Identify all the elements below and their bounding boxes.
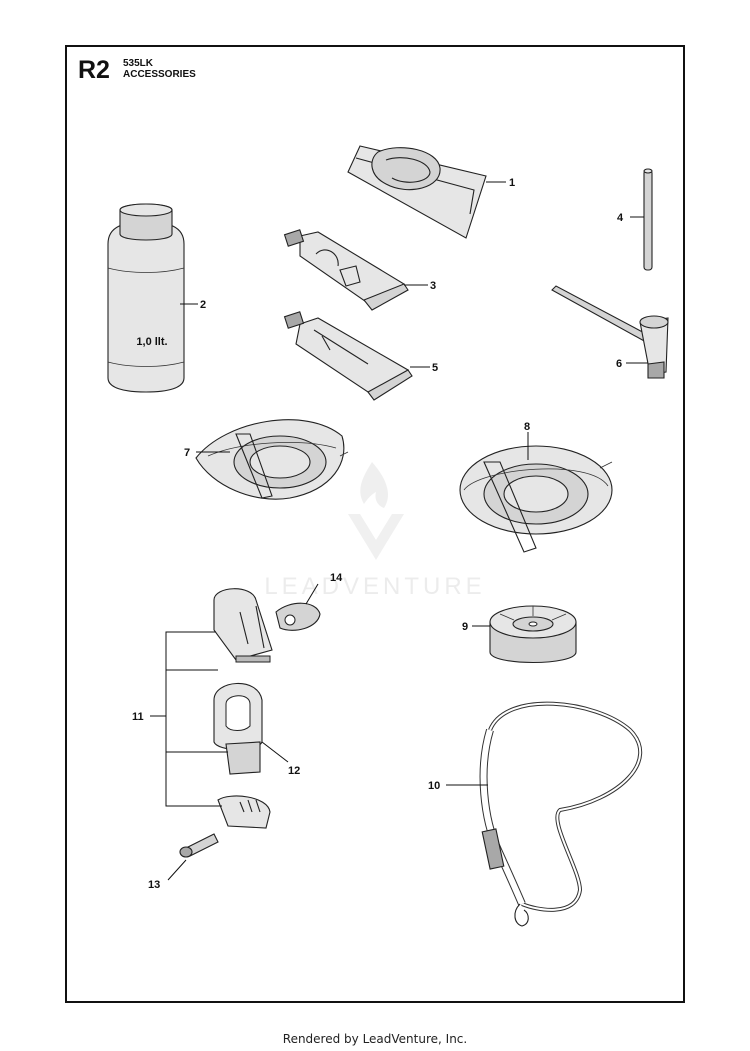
part-8-blade-guard (459, 445, 613, 553)
callout-labels: 1 2 3 4 5 6 7 8 9 10 11 12 13 14 (132, 177, 624, 891)
callout-8: 8 (524, 421, 530, 433)
leader-lines (150, 181, 648, 881)
part-2-oil-bottle: 1,0 llt. (107, 203, 185, 393)
model-number: 535LK (123, 58, 154, 69)
part-1-wrench-pouch (347, 145, 487, 239)
part-7-trimmer-guard (195, 419, 349, 500)
callout-13: 13 (148, 879, 160, 891)
callout-4: 4 (617, 212, 624, 224)
callout-10: 10 (428, 780, 440, 792)
diagram-frame (65, 45, 685, 1003)
watermark-text: LEADVENTURE (264, 573, 485, 600)
callout-9: 9 (462, 621, 468, 633)
callout-6: 6 (616, 358, 622, 370)
part-6-combination-spanner (551, 285, 669, 379)
section-code: R2 (78, 56, 110, 84)
part-11-harness-hook (213, 588, 273, 829)
callout-14: 14 (330, 572, 343, 584)
part-9-support-cup (489, 605, 577, 663)
callout-1: 1 (509, 177, 515, 189)
part-10-shoulder-strap (479, 701, 643, 927)
callout-7: 7 (184, 447, 190, 459)
watermark-logo: LEADVENTURE (264, 462, 485, 600)
section-title: ACCESSORIES (123, 69, 196, 80)
callout-12: 12 (288, 765, 300, 777)
callout-2: 2 (200, 299, 206, 311)
callout-5: 5 (432, 362, 438, 374)
part-3-grease-tube (283, 229, 409, 311)
part-13-screw (179, 833, 219, 858)
part-5-grease-tube (283, 311, 413, 401)
part-14-clip (275, 602, 321, 631)
callout-3: 3 (430, 280, 436, 292)
part-4-locking-pin (643, 168, 653, 271)
bottle-label: 1,0 llt. (136, 336, 167, 348)
footer-credit: Rendered by LeadVenture, Inc. (282, 1032, 468, 1046)
callout-11: 11 (132, 711, 144, 723)
